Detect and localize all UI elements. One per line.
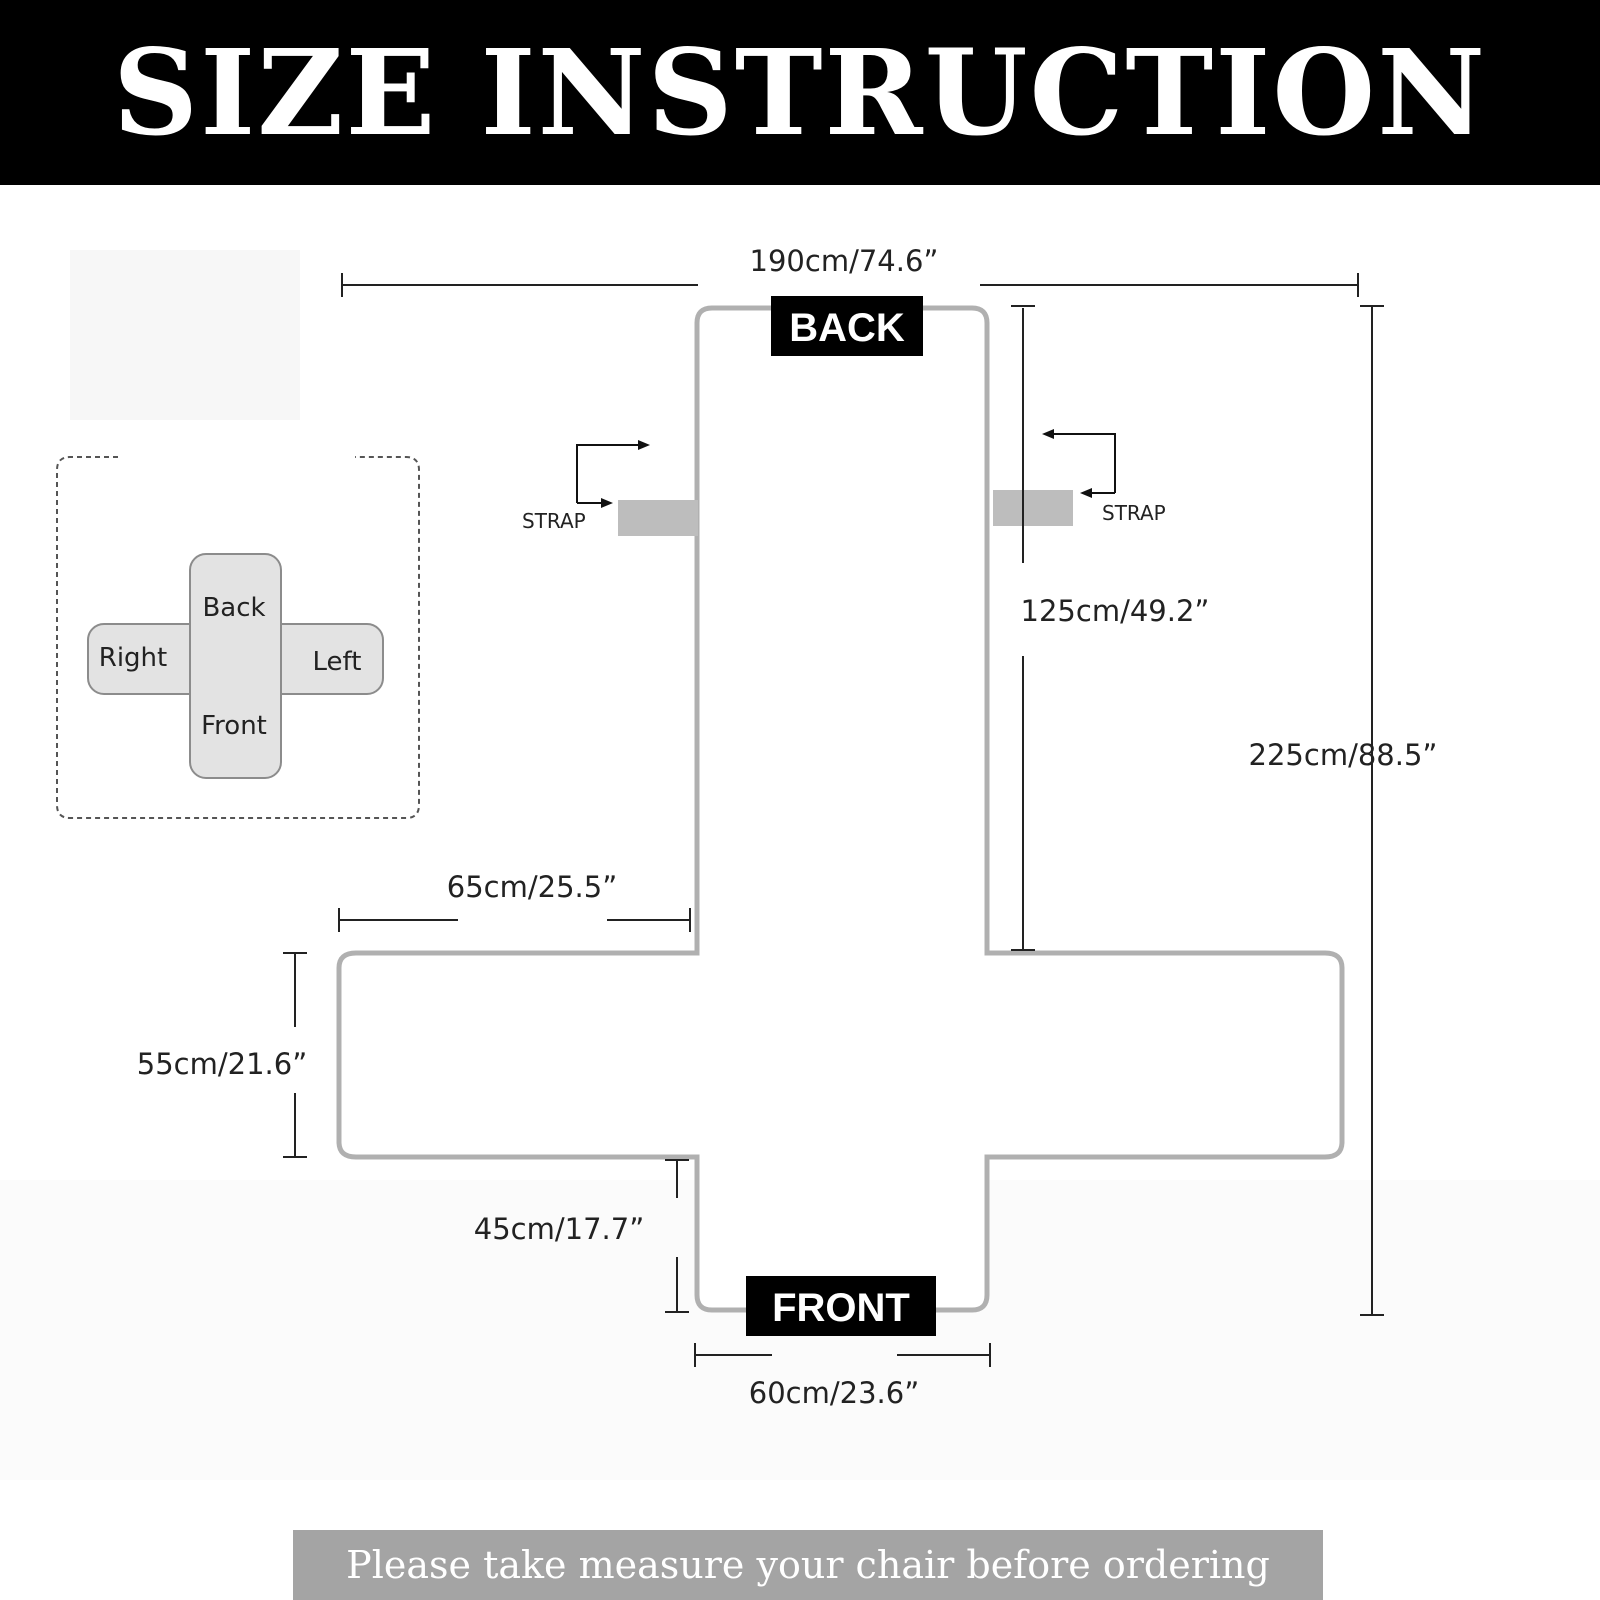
footer-banner: Please take measure your chair before or… <box>293 1530 1323 1600</box>
dimension-arm-height: 55cm/21.6” <box>137 1047 307 1081</box>
orientation-legend: Back Right Left Front <box>56 456 420 819</box>
background-patch <box>70 250 300 420</box>
header-banner: SIZE INSTRUCTION <box>0 0 1600 185</box>
strap-right-label: STRAP <box>1102 501 1166 525</box>
arrow-left-icon <box>1042 429 1054 439</box>
arrow-left-icon <box>1080 488 1092 498</box>
front-tag <box>746 1276 936 1336</box>
legend-back-label: Back <box>202 593 265 623</box>
legend-front-label: Front <box>201 711 267 741</box>
back-tag <box>771 296 923 356</box>
dimension-arm-width: 65cm/25.5” <box>447 870 617 904</box>
strap-right-arrow <box>1052 433 1116 494</box>
dimension-seat-width: 60cm/23.6” <box>749 1376 919 1410</box>
footer-note: Please take measure your chair before or… <box>346 1543 1270 1587</box>
dimension-lines <box>283 273 1384 1367</box>
dimension-total-width: 190cm/74.6” <box>750 244 939 278</box>
arrow-right-icon <box>601 498 613 508</box>
front-tag-label: FRONT <box>772 1286 910 1330</box>
dimension-back-height: 125cm/49.2” <box>1021 594 1210 628</box>
dimension-total-height: 225cm/88.5” <box>1249 738 1438 772</box>
strap-right <box>993 490 1073 526</box>
dimension-seat-height: 45cm/17.7” <box>474 1212 644 1246</box>
legend-cross-center <box>191 625 280 693</box>
legend-right-label: Right <box>99 643 167 673</box>
strap-left <box>618 500 698 536</box>
strap-left-arrow <box>576 444 640 504</box>
strap-left-label: STRAP <box>522 509 586 533</box>
arrow-right-icon <box>638 440 650 450</box>
legend-left-label: Left <box>313 647 362 677</box>
page-title: SIZE INSTRUCTION <box>112 22 1488 162</box>
cover-outline <box>336 305 1345 1313</box>
back-tag-label: BACK <box>789 306 905 350</box>
